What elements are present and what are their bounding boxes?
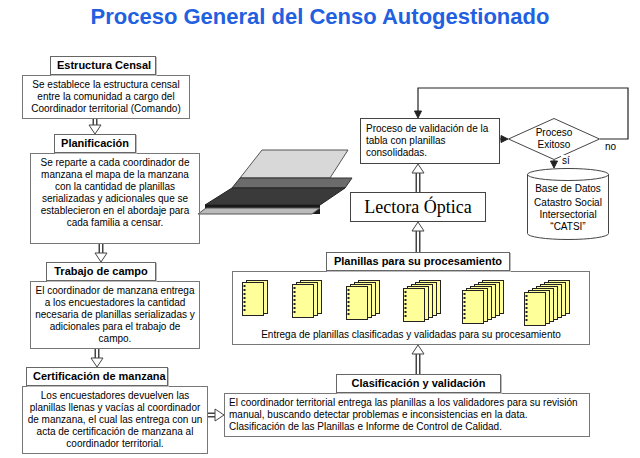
step-text: El coordinador de manzana entrega a los … [35,285,195,345]
step-body: Se reparte a cada coordinador de manzana… [30,153,200,244]
flow-connector [412,345,424,374]
arrow-head [551,161,558,168]
step-text: Los encuestadores devuelven las planilla… [27,390,203,450]
sheet [243,283,264,316]
process-step: Se establece la estructura censal entre … [22,56,190,119]
arrow-head [501,136,508,143]
step-heading: Certificación de manzana [26,367,168,386]
process-step: Los encuestadores devuelven las planilla… [22,367,208,454]
step-heading: Trabajo de campo [46,262,156,281]
step-heading: Planillas para su procesamiento [326,252,510,271]
box-text: Proceso de validación de la tabla con pl… [366,123,494,159]
step-body: Se establece la estructura censal entre … [22,75,190,119]
flow-connector [208,409,224,421]
step-text: Se reparte a cada coordinador de manzana… [35,157,195,229]
cylinder-top [528,169,609,181]
form-stacks [243,281,570,326]
arrow-head [415,111,422,118]
arrow-head [412,222,424,231]
connector-label: no [604,141,617,153]
cylinder-body [528,174,609,240]
flow-connector [412,164,424,192]
step-heading: Clasificación y validación [336,374,501,393]
flow-connector [91,349,103,367]
database-title: Base de Datos [527,183,609,195]
flow-connector [89,119,101,134]
database-name: Catastro Social Intersectorial “CATSI” [527,197,609,233]
connector-label: sí [561,155,571,167]
process-step: El coordinador de manzana entrega a los … [30,262,200,349]
arrow-head [215,409,224,421]
connector-inner [417,230,419,252]
arrow-head [89,125,101,134]
flow-connector [412,222,424,252]
connector-outer [416,172,421,192]
connector-outer [416,353,421,374]
process-step: El coordinador territorial entrega las p… [224,374,590,437]
step-body: Los encuestadores devuelven las planilla… [22,386,208,454]
connector-inner [417,353,419,374]
database-cylinder: Base de DatosCatastro Social Intersector… [527,168,609,240]
flow-connector [551,160,558,168]
step-heading: Estructura Censal [50,56,156,75]
diamond-outline [509,119,600,160]
step-text: Entrega de planillas clasificadas y vali… [237,329,585,341]
sheet [293,285,314,318]
scanner-tray [240,150,348,178]
step-heading: Planificación [54,134,136,153]
scanner-output [198,208,320,214]
arrow-head [412,164,424,173]
flow-connector [500,136,508,143]
process-box: Proceso de validación de la tabla con pl… [360,118,500,164]
flow-connector [95,244,107,262]
scanner-illustration [198,150,352,214]
sheet [463,291,484,324]
arrow-head [412,345,424,354]
step-text: Se establece la estructura censal entre … [27,79,185,115]
decision-diamond: Proceso Exitoso [508,118,600,160]
sheet [525,293,546,326]
step-body: Entrega de planillas clasificadas y vali… [232,271,590,345]
step-text: El coordinador territorial entrega las p… [229,397,585,433]
sheet [347,287,368,320]
scanner-body [205,188,345,205]
decision-text: Proceso Exitoso [529,127,579,151]
step-body: El coordinador territorial entrega las p… [224,393,590,437]
device-label: Lectora Óptica [364,196,471,218]
connector-outer [416,230,421,252]
arrow-head [95,253,107,262]
arrow-head [91,358,103,367]
process-step: Se reparte a cada coordinador de manzana… [30,134,200,244]
sheet [404,289,425,322]
scanner-top [232,178,352,188]
connector-inner [417,172,419,192]
process-step: Entrega de planillas clasificadas y vali… [232,252,590,345]
diagram-title: Proceso General del Censo Autogestionado [0,4,640,30]
process-box: Lectora Óptica [350,192,486,222]
step-body: El coordinador de manzana entrega a los … [30,281,200,349]
